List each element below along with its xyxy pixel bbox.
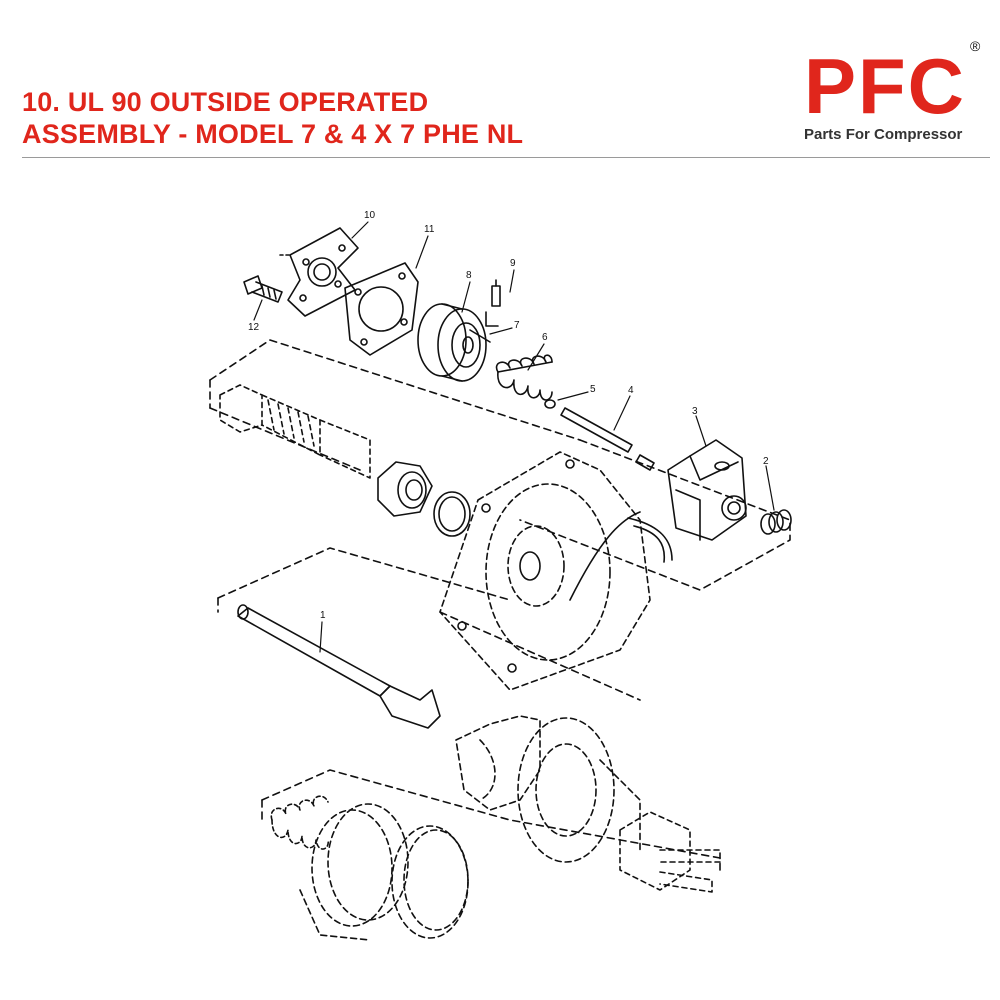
lower-ring [391,825,469,939]
callout-8: 8 [466,270,472,281]
main-body-flange [439,451,673,691]
pfc-logo: PFC ® Parts For Compressor [800,38,990,148]
callout-7: 7 [514,320,520,331]
part-8-piston [417,303,487,382]
lower-bowl [299,803,409,941]
lower-assembly-envelope [261,769,721,871]
callout-12: 12 [248,322,260,333]
part-4-rod [560,407,655,471]
part-7-retainer [469,311,499,343]
upper-threaded-shaft [219,384,371,479]
callout-1: 1 [320,610,326,621]
header-divider [22,157,990,158]
part-2-small-spring [760,509,792,535]
callout-leaders [253,221,775,653]
part-11-gasket [344,262,419,356]
part-12-bolt [243,275,283,303]
hex-nut [377,461,433,517]
title-line-2: ASSEMBLY - MODEL 7 & 4 X 7 PHE NL [22,119,524,149]
part-3-actuator-housing [667,439,747,541]
part-6-spring [495,354,553,401]
title-line-1: 10. UL 90 OUTSIDE OPERATED [22,87,429,117]
lower-pump-housing [455,715,641,863]
lower-coupling [619,811,721,893]
logo-mark: PFC [804,42,966,130]
registered-mark: ® [970,38,981,54]
callout-11: 11 [424,224,435,235]
part-5-clip [544,399,556,409]
callout-numbers: 10 11 9 8 7 6 5 4 3 2 12 1 [248,210,769,621]
part-1-shaft [237,604,441,729]
logo-tagline: Parts For Compressor [804,126,963,143]
callout-9: 9 [510,258,516,269]
page-title: 10. UL 90 OUTSIDE OPERATED ASSEMBLY - MO… [22,86,523,150]
part-9-pin [491,279,501,307]
upper-assembly-envelope [209,339,791,591]
callout-10: 10 [364,210,376,221]
callout-6: 6 [542,332,548,343]
callout-5: 5 [590,384,596,395]
middle-assembly-envelope [217,547,641,701]
o-ring [433,491,471,537]
lower-spring [270,795,329,850]
callout-4: 4 [628,385,634,396]
callout-3: 3 [692,406,698,417]
callout-2: 2 [763,456,769,467]
